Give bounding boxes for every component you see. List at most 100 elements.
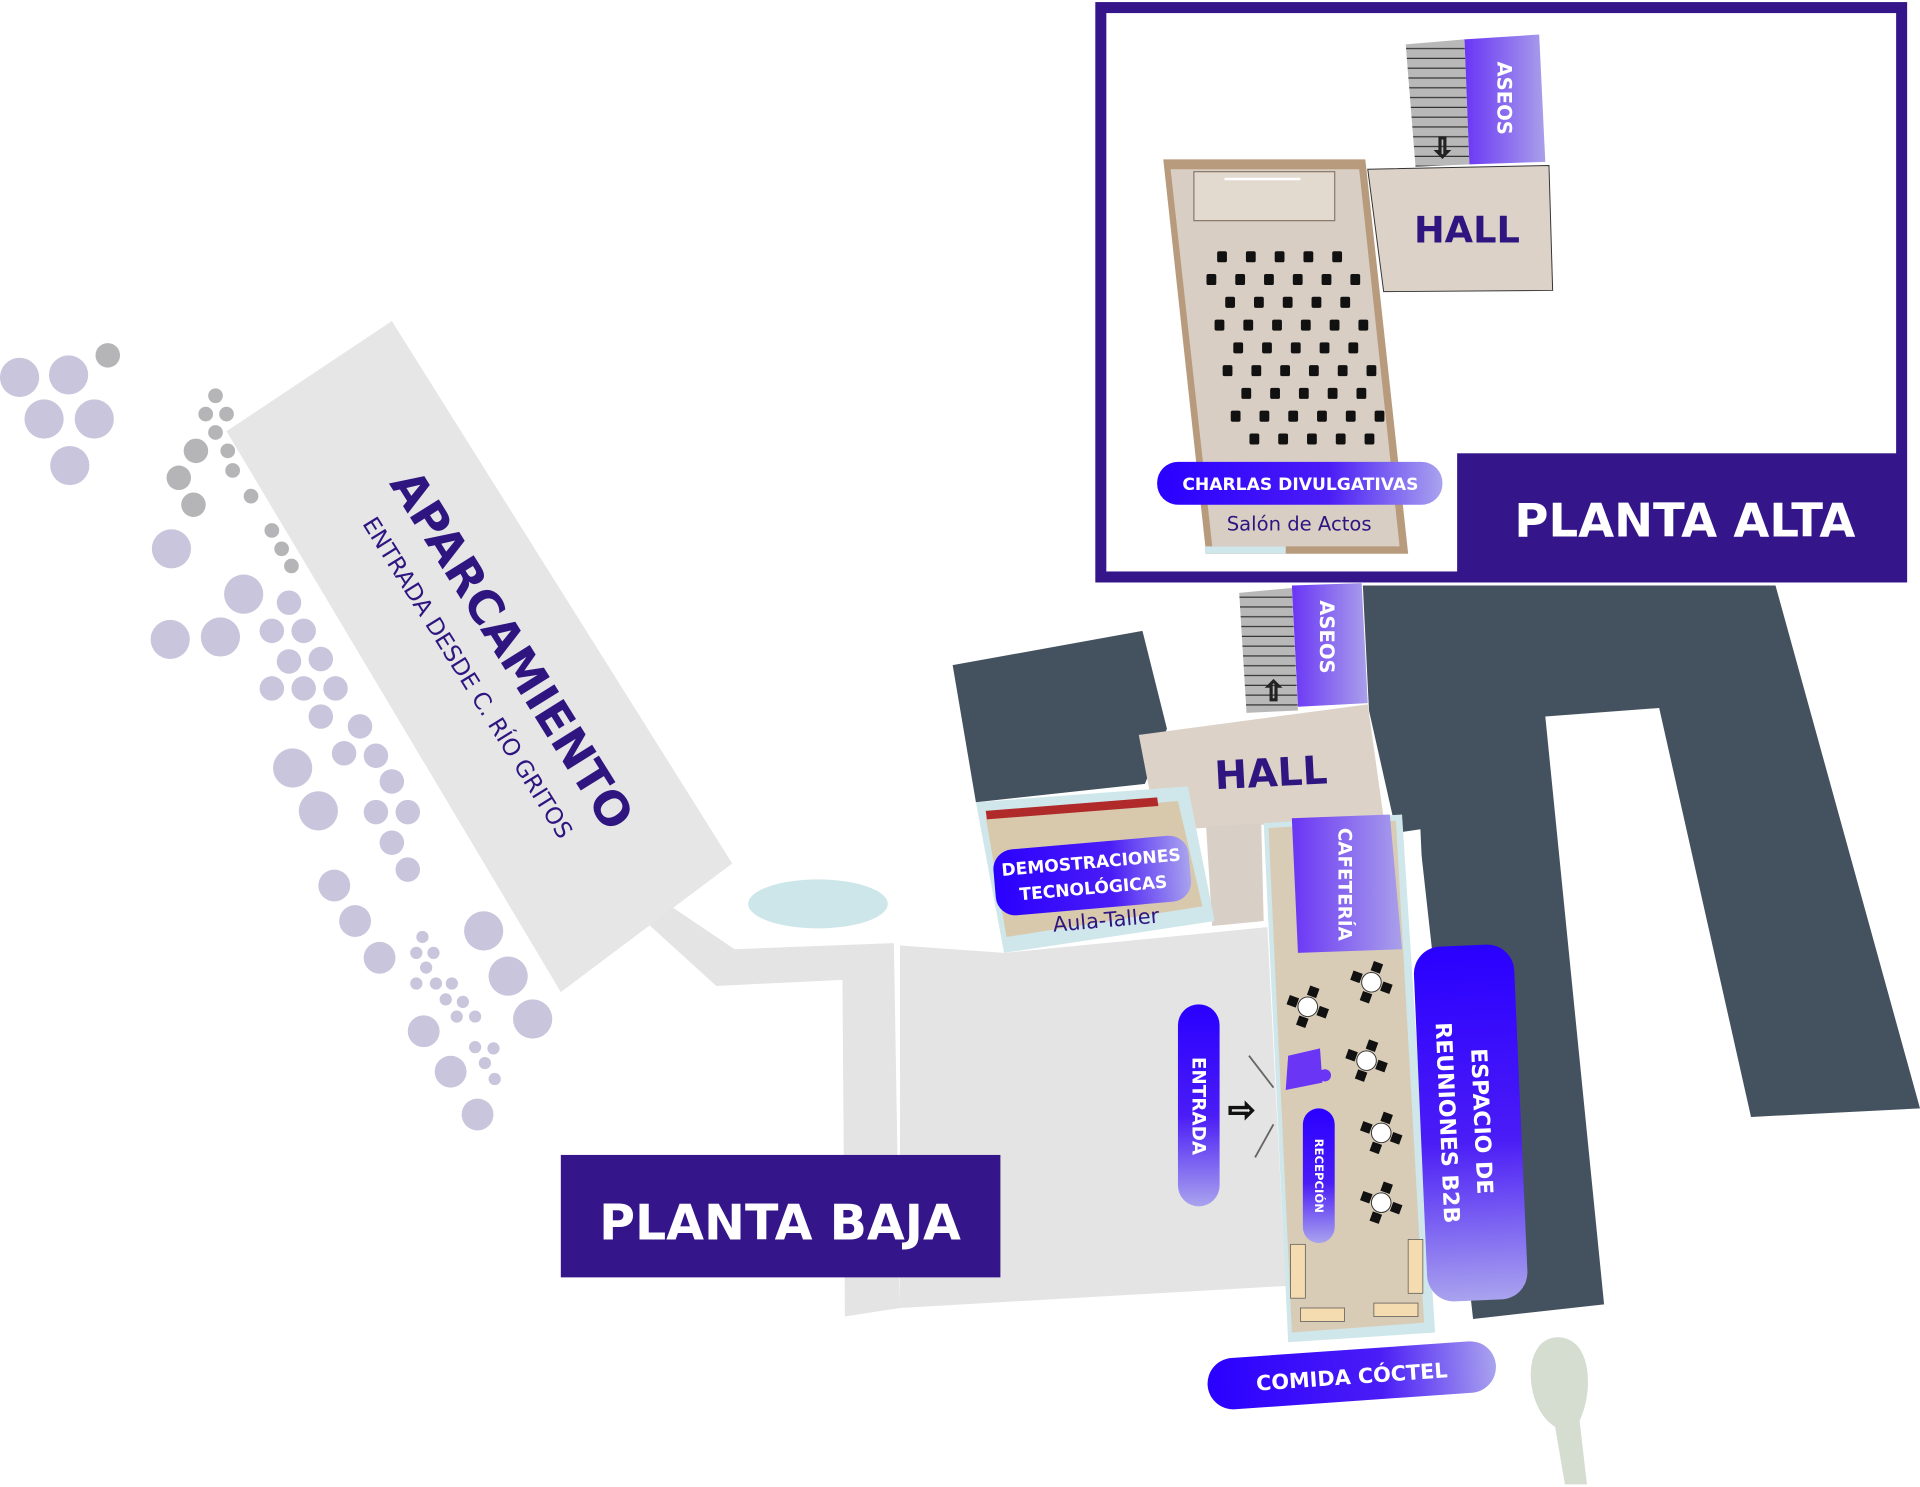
seat-icon — [1222, 365, 1233, 377]
seat-icon — [1280, 365, 1290, 377]
entrance-label: ENTRADA — [1188, 1057, 1209, 1156]
seat-icon — [1307, 433, 1317, 445]
tree-dot — [513, 999, 553, 1039]
trees-decoration — [0, 343, 553, 1131]
workshop-activity-pill — [993, 835, 1192, 916]
chair-icon — [1369, 1211, 1383, 1224]
tree-dot — [379, 830, 405, 855]
seat-icon — [1327, 387, 1338, 399]
chair-icon — [1380, 1181, 1393, 1195]
seat-icon — [1243, 319, 1254, 331]
restrooms-upper — [1464, 34, 1546, 165]
tree-dot — [208, 388, 223, 404]
tree-dot — [74, 399, 114, 439]
seat-icon — [1270, 387, 1280, 399]
table-icon — [1297, 996, 1319, 1018]
seat-icon — [1366, 365, 1377, 377]
tree-dot — [274, 541, 289, 557]
tree-dot — [468, 1010, 482, 1023]
receptionist-icon — [1318, 1069, 1332, 1082]
tree-dot — [461, 1098, 494, 1131]
tree-dot — [429, 977, 443, 990]
tree-dot — [276, 590, 302, 615]
tree-dot — [276, 649, 302, 674]
tree-dot — [151, 529, 192, 569]
tree-dot — [259, 676, 285, 701]
tree-dot — [198, 406, 214, 422]
entrance-pill[interactable] — [1177, 1004, 1220, 1207]
seat-icon — [1282, 296, 1293, 308]
seat-icon — [1264, 274, 1274, 286]
chair-icon — [1375, 1059, 1388, 1073]
cocktail-pill[interactable] — [1206, 1340, 1498, 1411]
tree-dot — [488, 956, 528, 996]
arrow-up-icon: ⇧ — [1262, 677, 1285, 707]
tree-dot — [464, 911, 504, 951]
table-icon — [1361, 971, 1382, 993]
seat-icon — [1290, 342, 1301, 354]
seat-icon — [1249, 433, 1260, 445]
seat-icon — [1241, 387, 1252, 399]
seat-icon — [1274, 251, 1285, 263]
tree-dot — [318, 869, 351, 902]
tree-dot — [478, 1056, 492, 1070]
tree-dot — [416, 930, 429, 944]
tree-dot — [95, 343, 120, 368]
chair-icon — [1359, 1121, 1373, 1134]
auditorium-name: Salón de Actos — [1227, 512, 1372, 535]
restrooms-ground-label: ASEOS — [1315, 600, 1338, 673]
seat-icon — [1348, 342, 1359, 354]
chair-icon — [1365, 1039, 1379, 1052]
seat-icon — [1233, 342, 1244, 354]
seat-icon — [1308, 365, 1319, 377]
seat-icon — [1300, 319, 1311, 331]
tree-dot — [468, 1041, 482, 1054]
reception-pill[interactable] — [1302, 1108, 1335, 1244]
tree-dot — [284, 558, 299, 574]
tree-dot — [225, 463, 240, 478]
table-icon — [1370, 1122, 1392, 1144]
seat-icon — [1230, 410, 1241, 422]
tree-dot — [166, 465, 192, 491]
tree-dot — [410, 977, 423, 990]
talks-pill[interactable] — [1157, 461, 1443, 505]
seat-icon — [1288, 410, 1299, 422]
tree-dot — [219, 406, 234, 422]
chair-icon — [1286, 995, 1300, 1008]
seat-icon — [1364, 433, 1375, 445]
tree-dot — [323, 676, 348, 701]
seat-icon — [1345, 410, 1356, 422]
chair-icon — [1380, 1111, 1393, 1125]
seat-icon — [1235, 274, 1246, 286]
hall-ground-label: HALL — [1213, 748, 1328, 799]
ground-floor-title: PLANTA BAJA — [599, 1194, 961, 1251]
cafe-tables — [1286, 961, 1403, 1224]
tree-dot — [291, 618, 316, 644]
table-icon — [1356, 1050, 1377, 1071]
upper-floor-title: PLANTA ALTA — [1514, 494, 1855, 548]
b2b-meeting-pill[interactable] — [1413, 943, 1529, 1302]
seat-icon — [1311, 296, 1322, 308]
seat-icon — [1340, 296, 1351, 308]
reception-desk-icon — [1285, 1048, 1323, 1091]
tree-dot — [259, 618, 285, 644]
chair-icon — [1389, 1201, 1403, 1215]
building-block-west — [952, 630, 1167, 803]
chair-icon — [1345, 1048, 1358, 1062]
seat-icon — [1259, 410, 1270, 422]
tree-dot — [308, 704, 334, 729]
seat-icon — [1262, 342, 1272, 354]
hall-ground — [1138, 704, 1384, 831]
hall-upper — [1367, 165, 1554, 293]
cafeteria-label: CAFETERÍA — [1333, 828, 1355, 942]
tree-dot — [264, 523, 280, 538]
auditorium-seats — [1206, 251, 1385, 445]
tree-dot — [445, 977, 458, 990]
tree-dot — [291, 676, 316, 701]
tree-dot — [407, 1015, 440, 1048]
tree-dot — [347, 714, 373, 739]
tree-dot — [363, 743, 389, 768]
seat-icon — [1206, 274, 1217, 286]
restrooms-upper-label: ASEOS — [1493, 62, 1516, 135]
